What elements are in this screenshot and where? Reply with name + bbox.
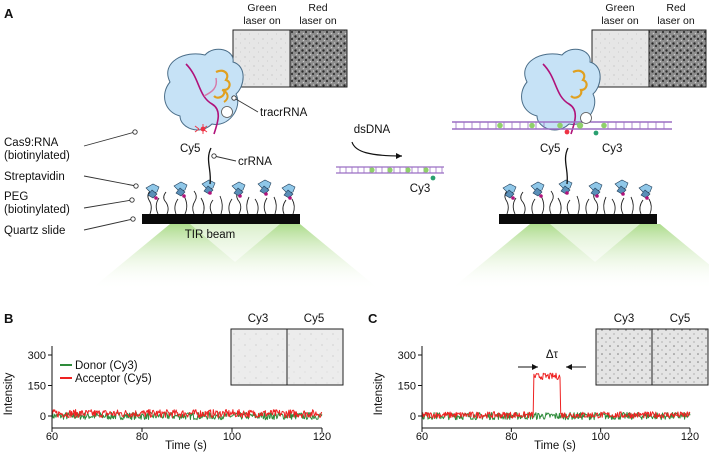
green-laser-label-right-1: Green xyxy=(605,2,634,14)
chart-c-xtick-label-120: 120 xyxy=(681,431,699,443)
right-slide-assembly xyxy=(450,147,709,290)
chart-c: Intensity Time (s) 60 80 100 120 0 150 300 Δτ xyxy=(373,346,699,452)
dwell-time-annotation: Δτ xyxy=(518,349,586,370)
panel-b-letter: B xyxy=(4,311,13,326)
crrna-label: crRNA xyxy=(238,156,272,168)
chart-b-ytick-label-300: 300 xyxy=(28,350,46,362)
cy5-label-left: Cy5 xyxy=(180,143,200,155)
chart-b-series-acceptor xyxy=(51,409,323,419)
peg-label-2: (biotinylated) xyxy=(4,204,70,216)
quartz-slide-label: Quartz slide xyxy=(4,225,65,237)
chart-c-series-acceptor xyxy=(421,372,691,419)
chart-b-ytick-label-0: 0 xyxy=(40,411,46,423)
peg-label: PEG xyxy=(4,191,28,203)
streptavidin-label: Streptavidin xyxy=(4,171,65,183)
quartz-slide-right xyxy=(499,214,657,224)
cas9-complex-right: Cy5 Cy3 xyxy=(452,48,672,155)
legend-acceptor: Acceptor (Cy5) xyxy=(75,373,152,385)
chart-b-xtick-label-80: 80 xyxy=(136,431,148,443)
cy3-label-right: Cy3 xyxy=(602,143,622,155)
panel-b-cy3-image xyxy=(230,328,288,386)
cas9-complex-left xyxy=(164,48,244,135)
green-laser-label-2: laser on xyxy=(243,15,281,27)
dsdna-arrow-group: dsDNA Cy3 xyxy=(336,124,444,195)
cas9-rna-label: Cas9:RNA xyxy=(4,137,59,149)
chart-c-xlabel: Time (s) xyxy=(534,440,576,452)
red-laser-label-2: laser on xyxy=(299,15,337,27)
tir-beam-label: TIR beam xyxy=(185,229,236,241)
chart-c-xtick-label-100: 100 xyxy=(591,431,609,443)
chart-b-ylabel: Intensity xyxy=(3,372,15,415)
red-laser-label-1: Red xyxy=(308,2,327,14)
panel-b-cy5-label: Cy5 xyxy=(304,313,324,325)
tir-beam-right xyxy=(450,224,709,290)
free-dsdna: Cy3 xyxy=(336,166,444,195)
panel-b-cy3-label: Cy3 xyxy=(248,313,268,325)
chart-b-xlabel: Time (s) xyxy=(165,440,207,452)
green-laser-label-1: Green xyxy=(247,2,276,14)
panel-c-cy5-label: Cy5 xyxy=(670,313,690,325)
panel-c-cy5-image xyxy=(651,328,709,386)
chart-c-ytick-label-150: 150 xyxy=(398,381,416,393)
left-labels: Cas9:RNA (biotinylated) Streptavidin PEG… xyxy=(4,129,139,237)
chart-b-legend: Donor (Cy3) Acceptor (Cy5) xyxy=(60,360,152,385)
tracrrna-label: tracrRNA xyxy=(260,107,308,119)
cy5-label-right: Cy5 xyxy=(540,143,560,155)
left-complex-callouts: tracrRNA crRNA Cy5 xyxy=(180,95,308,168)
panel-c-cy3-label: Cy3 xyxy=(614,313,634,325)
chart-b-xtick-label-60: 60 xyxy=(46,431,58,443)
chart-b-xtick-label-100: 100 xyxy=(223,431,241,443)
panel-a-letter: A xyxy=(4,6,14,21)
green-laser-micrograph-right xyxy=(591,29,650,88)
chart-c-ylabel: Intensity xyxy=(373,372,385,415)
red-laser-micrograph-right xyxy=(648,29,707,88)
chart-b: Intensity Time (s) 60 80 100 120 0 150 300 Don… xyxy=(3,346,331,452)
legend-donor: Donor (Cy3) xyxy=(75,360,138,372)
green-laser-label-right-2: laser on xyxy=(601,15,639,27)
red-laser-label-right-1: Red xyxy=(666,2,685,14)
panel-c-letter: C xyxy=(368,311,378,326)
left-slide-assembly: TIR beam xyxy=(90,147,380,290)
chart-c-xtick-label-60: 60 xyxy=(416,431,428,443)
reaction-arrow xyxy=(351,141,403,157)
cy3-label-dna: Cy3 xyxy=(410,183,430,195)
red-laser-label-right-2: laser on xyxy=(657,15,695,27)
quartz-slide-left xyxy=(142,214,300,224)
chart-b-ytick-label-150: 150 xyxy=(28,381,46,393)
dsdna-label: dsDNA xyxy=(354,124,391,136)
dwell-time-label: Δτ xyxy=(546,349,559,361)
chart-c-xtick-label-80: 80 xyxy=(505,431,517,443)
chart-b-xtick-label-120: 120 xyxy=(313,431,331,443)
bound-dsdna xyxy=(452,121,672,130)
panel-c-cy3-image xyxy=(595,328,653,386)
cas9-rna-label-2: (biotinylated) xyxy=(4,150,70,162)
red-laser-micrograph-left xyxy=(289,29,348,88)
chart-c-ytick-label-300: 300 xyxy=(398,350,416,362)
chart-c-ytick-label-0: 0 xyxy=(410,411,416,423)
panel-b-cy5-image xyxy=(286,328,344,386)
chart-b-series-donor xyxy=(51,411,323,421)
